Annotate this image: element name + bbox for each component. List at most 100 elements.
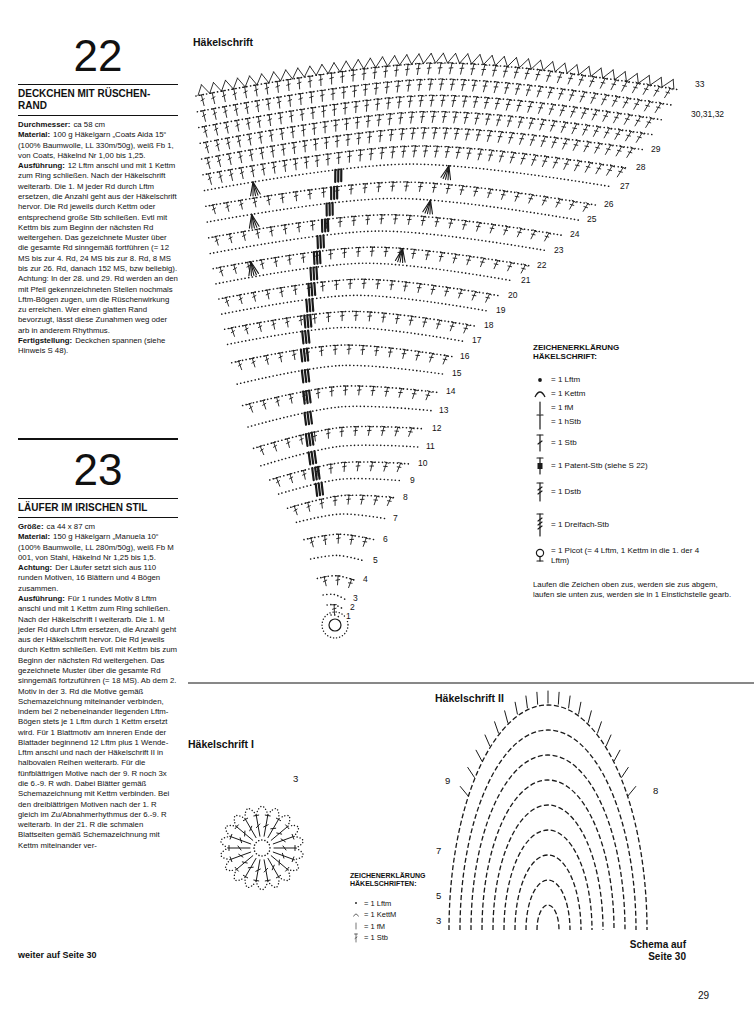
stitch-mark bbox=[343, 103, 347, 104]
stitch-mark bbox=[251, 182, 253, 196]
stitch-mark bbox=[485, 98, 488, 109]
stitch-mark bbox=[395, 427, 398, 436]
stitch-mark bbox=[338, 217, 342, 218]
stitch-mark bbox=[505, 87, 509, 88]
stitch-mark bbox=[472, 85, 476, 86]
stitch-mark bbox=[417, 287, 421, 288]
stitch-mark bbox=[257, 74, 262, 85]
stitch-mark bbox=[616, 133, 620, 135]
stitch-mark bbox=[349, 184, 353, 185]
stitch-mark bbox=[613, 100, 617, 102]
stitch-mark bbox=[274, 477, 278, 479]
stitch-mark bbox=[276, 86, 279, 87]
stitch-mark bbox=[622, 82, 627, 92]
chain-arc bbox=[221, 836, 230, 848]
stitch-mark bbox=[464, 96, 468, 97]
leaf-row bbox=[493, 805, 603, 930]
stitch-mark bbox=[260, 152, 263, 154]
stitch-mark bbox=[255, 89, 258, 91]
stitch-mark bbox=[427, 67, 431, 68]
stitch-mark bbox=[447, 184, 451, 185]
stitch-mark bbox=[210, 92, 214, 94]
leaf-row bbox=[515, 855, 581, 930]
stitch-mark bbox=[585, 163, 590, 173]
stitch-mark bbox=[423, 200, 431, 212]
stitch-mark bbox=[266, 293, 269, 295]
stitch-mark bbox=[273, 320, 275, 329]
stitch-mark bbox=[609, 144, 613, 146]
number-block: 22 bbox=[18, 30, 178, 84]
stitch-mark bbox=[441, 100, 445, 101]
stitch-mark bbox=[271, 828, 276, 830]
stitch-mark bbox=[356, 461, 360, 463]
stitch-mark bbox=[263, 403, 266, 405]
stitch-mark bbox=[306, 434, 308, 446]
stitch-mark bbox=[462, 79, 466, 80]
stitch-mark bbox=[259, 136, 262, 138]
stitch-mark bbox=[620, 145, 624, 147]
stitch-mark bbox=[464, 117, 468, 118]
stitch-mark bbox=[301, 435, 303, 444]
row-number: 3 bbox=[435, 916, 442, 926]
stitch-mark bbox=[280, 353, 282, 362]
stitch-mark bbox=[558, 198, 562, 200]
stitch-mark bbox=[248, 867, 253, 869]
stitch-mark bbox=[423, 128, 425, 139]
stitch-mark bbox=[490, 150, 494, 151]
chain-round bbox=[203, 146, 627, 175]
stitch-mark bbox=[315, 468, 317, 480]
stitch-mark bbox=[445, 151, 449, 152]
stitch-mark bbox=[235, 867, 238, 871]
stitch-mark bbox=[475, 118, 479, 119]
stitch-mark bbox=[616, 96, 620, 98]
stitch-mark bbox=[478, 130, 482, 131]
stitch-mark bbox=[334, 120, 338, 121]
stitch-mark bbox=[532, 159, 536, 160]
stitch-mark bbox=[403, 349, 407, 350]
stitch-mark bbox=[357, 385, 361, 386]
stitch-mark bbox=[257, 322, 261, 323]
stitch-mark bbox=[465, 324, 469, 326]
stitch-mark bbox=[313, 283, 316, 295]
stitch-mark bbox=[570, 201, 574, 209]
stitch-mark bbox=[253, 292, 255, 301]
stitch-mark bbox=[501, 194, 505, 195]
stitch-mark bbox=[311, 538, 313, 547]
stitch-mark bbox=[412, 249, 416, 251]
stitch-mark bbox=[632, 83, 637, 93]
stitch-mark bbox=[369, 148, 373, 149]
stitch-mark bbox=[277, 101, 280, 102]
stitch-mark bbox=[238, 136, 240, 147]
stitch-mark bbox=[204, 130, 207, 132]
stitch-mark bbox=[565, 138, 569, 140]
stitch-mark bbox=[304, 316, 305, 328]
stitch-mark bbox=[481, 261, 485, 263]
stitch-mark bbox=[301, 257, 305, 258]
stitch-mark bbox=[354, 106, 358, 108]
stitch-mark bbox=[442, 116, 446, 117]
stitch-mark bbox=[340, 169, 342, 181]
chain-arc bbox=[245, 877, 256, 887]
stitch-mark bbox=[220, 270, 223, 272]
stitch-mark bbox=[252, 358, 255, 367]
stitch-mark bbox=[510, 153, 514, 163]
stitch-mark bbox=[266, 356, 268, 365]
stitch-mark bbox=[418, 84, 422, 86]
stitch-mark bbox=[340, 315, 344, 317]
stitch-mark bbox=[418, 284, 420, 293]
stitch-mark bbox=[492, 55, 495, 65]
stitch-mark bbox=[213, 82, 221, 91]
stitch-mark bbox=[438, 320, 442, 321]
stitch-mark bbox=[442, 95, 446, 97]
stitch-mark bbox=[334, 63, 340, 72]
stitch-mark bbox=[363, 183, 367, 184]
stitch-mark bbox=[318, 467, 320, 479]
section-rule bbox=[188, 683, 754, 684]
stitch-mark bbox=[250, 358, 254, 359]
stitch-mark bbox=[452, 322, 456, 324]
stitch-mark bbox=[439, 256, 443, 257]
stitch-mark bbox=[509, 116, 513, 117]
stitch-mark bbox=[256, 233, 259, 235]
stitch-mark bbox=[371, 462, 373, 471]
stitch-mark bbox=[333, 496, 337, 497]
